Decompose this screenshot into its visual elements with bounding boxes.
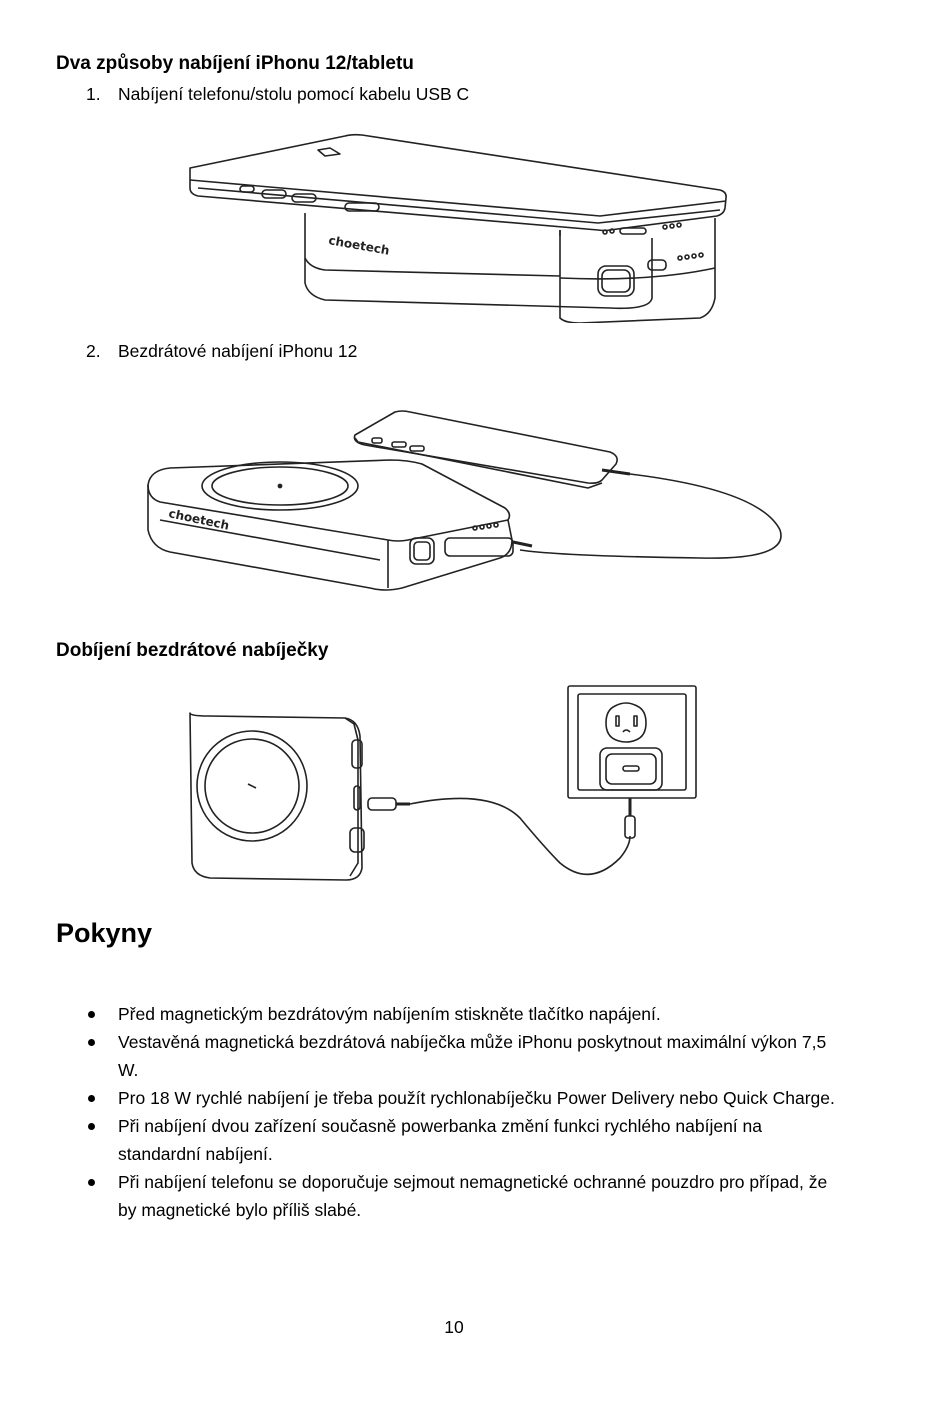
item-number: 1. xyxy=(86,84,101,104)
figure-phone-on-powerbank: choetech xyxy=(180,118,735,323)
bullet-text: Pro 18 W rychlé nabíjení je třeba použít… xyxy=(118,1088,835,1108)
list-item: Před magnetickým bezdrátovým nabíjením s… xyxy=(86,1000,846,1028)
bullet-icon xyxy=(88,1011,95,1018)
bullet-text: Vestavěná magnetická bezdrátová nabíječk… xyxy=(118,1032,827,1080)
instructions-title: Pokyny xyxy=(56,918,153,948)
list-item: Při nabíjení dvou zařízení současně powe… xyxy=(86,1112,846,1168)
list-item: Vestavěná magnetická bezdrátová nabíječk… xyxy=(86,1028,846,1084)
list-item: Pro 18 W rychlé nabíjení je třeba použít… xyxy=(86,1084,846,1112)
section-title-charging-methods: Dva způsoby nabíjení iPhonu 12/tabletu xyxy=(56,53,414,74)
page-number: 10 xyxy=(444,1317,464,1337)
item-text: Bezdrátové nabíjení iPhonu 12 xyxy=(118,341,358,361)
brand-logo: choetech xyxy=(167,506,230,532)
figure-powerbank-cable-phone: choetech xyxy=(140,380,800,615)
bullet-icon xyxy=(88,1039,95,1046)
instructions-list: Před magnetickým bezdrátovým nabíjením s… xyxy=(86,1000,846,1224)
section-title-recharging: Dobíjení bezdrátové nabíječky xyxy=(56,640,329,661)
brand-logo: choetech xyxy=(327,233,390,257)
list-item: Při nabíjení telefonu se doporučuje sejm… xyxy=(86,1168,846,1224)
bullet-icon xyxy=(88,1179,95,1186)
item-number: 2. xyxy=(86,341,101,361)
bullet-icon xyxy=(88,1123,95,1130)
numbered-item-wireless: 2. Bezdrátové nabíjení iPhonu 12 xyxy=(86,341,357,362)
figure-recharge-wall-outlet xyxy=(160,668,760,898)
bullet-text: Před magnetickým bezdrátovým nabíjením s… xyxy=(118,1004,661,1024)
numbered-item-usb-c: 1. Nabíjení telefonu/stolu pomocí kabelu … xyxy=(86,84,469,105)
bullet-text: Při nabíjení telefonu se doporučuje sejm… xyxy=(118,1172,828,1220)
bullet-icon xyxy=(88,1095,95,1102)
bullet-text: Při nabíjení dvou zařízení současně powe… xyxy=(118,1116,762,1164)
item-text: Nabíjení telefonu/stolu pomocí kabelu US… xyxy=(118,84,470,104)
